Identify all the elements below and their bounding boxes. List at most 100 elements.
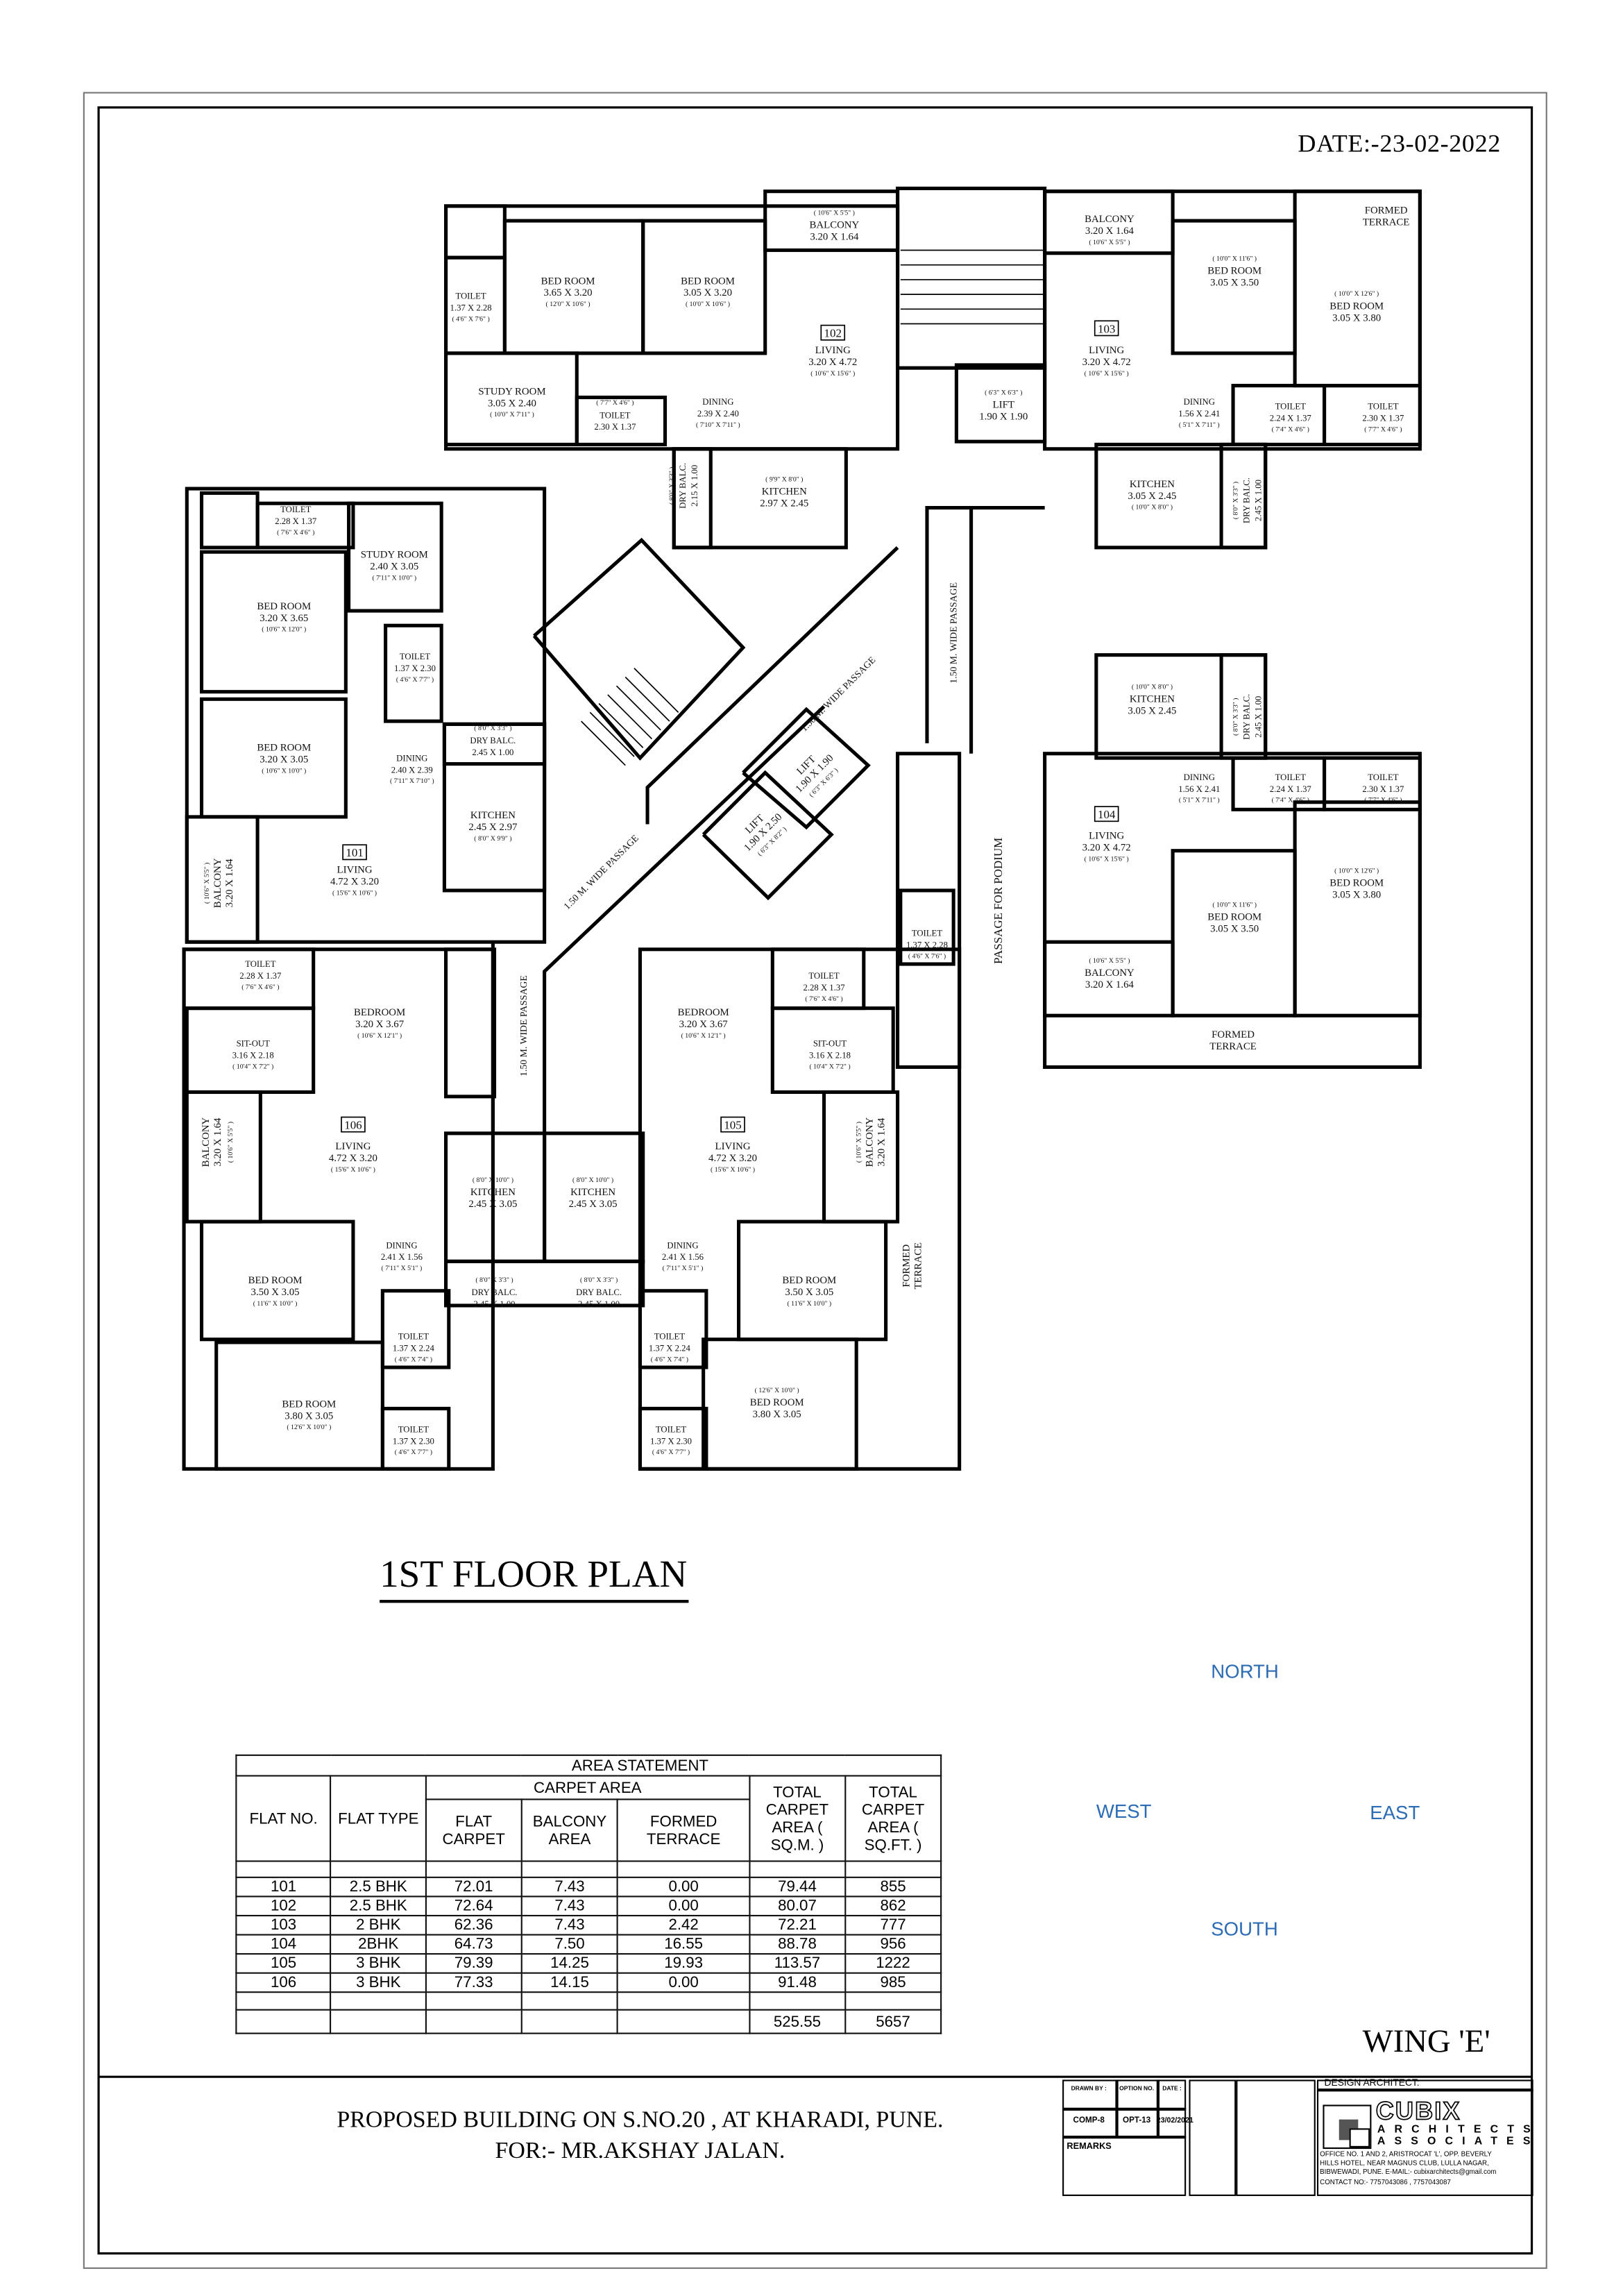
room-size: 1.56 X 2.41 bbox=[1178, 784, 1220, 794]
table-cell: 79.39 bbox=[425, 1953, 522, 1974]
table-cell: 7.50 bbox=[520, 1934, 619, 1955]
room-size: 1.37 X 2.28 bbox=[450, 303, 492, 312]
room-name: FORMED bbox=[901, 1244, 912, 1288]
room-imperial-size: ( 10'6" X 5'5" ) bbox=[856, 1122, 863, 1163]
room-size: 3.50 X 3.05 bbox=[251, 1287, 300, 1298]
wall bbox=[575, 396, 668, 446]
room-imperial-size: ( 10'0" X 12'6" ) bbox=[1334, 868, 1379, 875]
room-name: KITCHEN bbox=[470, 810, 516, 821]
room-name: LIVING bbox=[335, 1141, 371, 1152]
flat-number-box bbox=[1094, 320, 1119, 337]
room-name: TOILET bbox=[1368, 402, 1398, 412]
wall bbox=[199, 1219, 355, 1342]
room-name: DRY BALC. bbox=[472, 1288, 518, 1297]
blank-row bbox=[235, 1991, 942, 2011]
room-name: BED ROOM bbox=[1329, 878, 1384, 889]
room-name: DRY BALC. bbox=[678, 463, 688, 509]
table-cell: 2.42 bbox=[617, 1914, 751, 1936]
table-cell: 14.15 bbox=[520, 1972, 619, 1993]
table-cell: 113.57 bbox=[748, 1953, 847, 1974]
table-cell: 14.25 bbox=[520, 1953, 619, 1974]
room-name: BEDROOM bbox=[678, 1007, 729, 1018]
wall bbox=[896, 186, 1047, 370]
wall bbox=[442, 722, 547, 766]
table-cell: 104 bbox=[235, 1934, 332, 1955]
wall bbox=[1043, 189, 1175, 255]
room-name: LIVING bbox=[815, 345, 851, 356]
room-name: BED ROOM bbox=[1207, 265, 1261, 276]
room-size: 2.30 X 1.37 bbox=[1362, 784, 1404, 794]
table-cell: 91.48 bbox=[748, 1972, 847, 1993]
room-name: TOILET bbox=[1275, 402, 1306, 412]
room-size: 1.90 X 1.90 bbox=[979, 411, 1028, 422]
design-architect-label: DESIGN ARCHITECT: bbox=[1324, 2078, 1420, 2089]
flat-number: 102 bbox=[824, 327, 842, 340]
compass-east: EAST bbox=[1370, 1801, 1420, 1824]
room-size: 2.40 X 2.39 bbox=[391, 765, 433, 775]
room-imperial-size: ( 7'11" X 7'10" ) bbox=[390, 777, 434, 785]
table-cell: 16.55 bbox=[617, 1934, 751, 1955]
room-name: TOILET bbox=[808, 971, 839, 981]
address-line: OFFICE NO. 1 AND 2, ARISTROCAT 'L', OPP.… bbox=[1320, 2150, 1492, 2158]
flat-number-box bbox=[341, 1116, 366, 1133]
room-name: DINING bbox=[1184, 397, 1215, 407]
room-name: KITCHEN bbox=[470, 1187, 516, 1198]
room-size: 3.20 X 3.67 bbox=[679, 1019, 728, 1030]
room-size: 2.45 X 1.00 bbox=[578, 1299, 620, 1309]
room-name: BALCONY bbox=[810, 220, 860, 231]
room-imperial-size: ( 4'6" X 7'7" ) bbox=[395, 1449, 432, 1456]
room-imperial-size: ( 5'1" X 7'11" ) bbox=[1179, 421, 1220, 429]
flat-number: 103 bbox=[1098, 322, 1115, 335]
room-name: TOILET bbox=[912, 929, 942, 938]
wall bbox=[702, 1337, 858, 1471]
room-imperial-size: ( 7'10" X 7'11" ) bbox=[696, 421, 740, 429]
room-name: KITCHEN bbox=[762, 487, 807, 498]
area-statement-title: AREA STATEMENT bbox=[235, 1754, 942, 1777]
header-carpet-area: CARPET AREA bbox=[425, 1775, 751, 1800]
room-imperial-size: ( 10'6" X 10'0" ) bbox=[262, 767, 306, 775]
room-imperial-size: ( 9'9" X 8'0" ) bbox=[765, 475, 803, 483]
wall bbox=[380, 1289, 451, 1369]
room-imperial-size: ( 7'6" X 4'6" ) bbox=[277, 529, 314, 537]
room-name: LIVING bbox=[715, 1141, 751, 1152]
room-name: DRY BALC. bbox=[470, 736, 516, 745]
room-size: TERRACE bbox=[912, 1242, 924, 1290]
room-size: 3.20 X 1.64 bbox=[1085, 979, 1135, 990]
wall bbox=[742, 707, 871, 830]
flat-number-box bbox=[1094, 806, 1119, 822]
stair-tread bbox=[624, 676, 670, 722]
room-imperial-size: ( 4'6" X 7'4" ) bbox=[395, 1356, 432, 1364]
table-cell: 7.43 bbox=[520, 1896, 619, 1917]
room-imperial-size: ( 10'6" X 12'1" ) bbox=[681, 1032, 726, 1040]
wall bbox=[199, 697, 348, 819]
room-name: TOILET bbox=[600, 410, 630, 420]
room-size: 3.16 X 2.18 bbox=[809, 1051, 851, 1061]
table-cell: 2 BHK bbox=[330, 1914, 427, 1936]
room-name: FORMED bbox=[1212, 1029, 1255, 1040]
room-imperial-size: ( 4'6" X 7'7" ) bbox=[652, 1449, 690, 1456]
room-imperial-size: ( 8'0" X 3'3" ) bbox=[580, 1276, 618, 1284]
stair-tread bbox=[589, 711, 635, 757]
room-name: TOILET bbox=[398, 1332, 429, 1342]
table-cell: 0.00 bbox=[617, 1972, 751, 1993]
room-name: LIFT bbox=[993, 399, 1014, 410]
room-imperial-size: ( 4'6" X 7'4" ) bbox=[651, 1356, 688, 1364]
room-imperial-size: ( 10'4" X 7'2" ) bbox=[232, 1063, 273, 1071]
room-imperial-size: ( 8'0" X 3'3" ) bbox=[1232, 698, 1239, 736]
flat-number: 106 bbox=[344, 1119, 362, 1132]
room-name: TOILET bbox=[654, 1332, 685, 1342]
flat-number-box bbox=[342, 844, 367, 861]
room-name: TOILET bbox=[656, 1424, 686, 1434]
room-size: 3.20 X 1.64 bbox=[212, 1117, 223, 1167]
room-size: 2.30 X 1.37 bbox=[1362, 413, 1404, 423]
table-cell: 0.00 bbox=[617, 1876, 751, 1898]
room-size: 2.45 X 1.00 bbox=[1253, 480, 1263, 521]
wall bbox=[199, 491, 260, 550]
room-name: BED ROOM bbox=[681, 276, 735, 287]
room-size: 3.05 X 2.45 bbox=[1128, 705, 1176, 716]
flat-number: 104 bbox=[1098, 808, 1116, 821]
wall bbox=[380, 1406, 451, 1471]
room-size: 3.05 X 3.20 bbox=[683, 287, 732, 298]
